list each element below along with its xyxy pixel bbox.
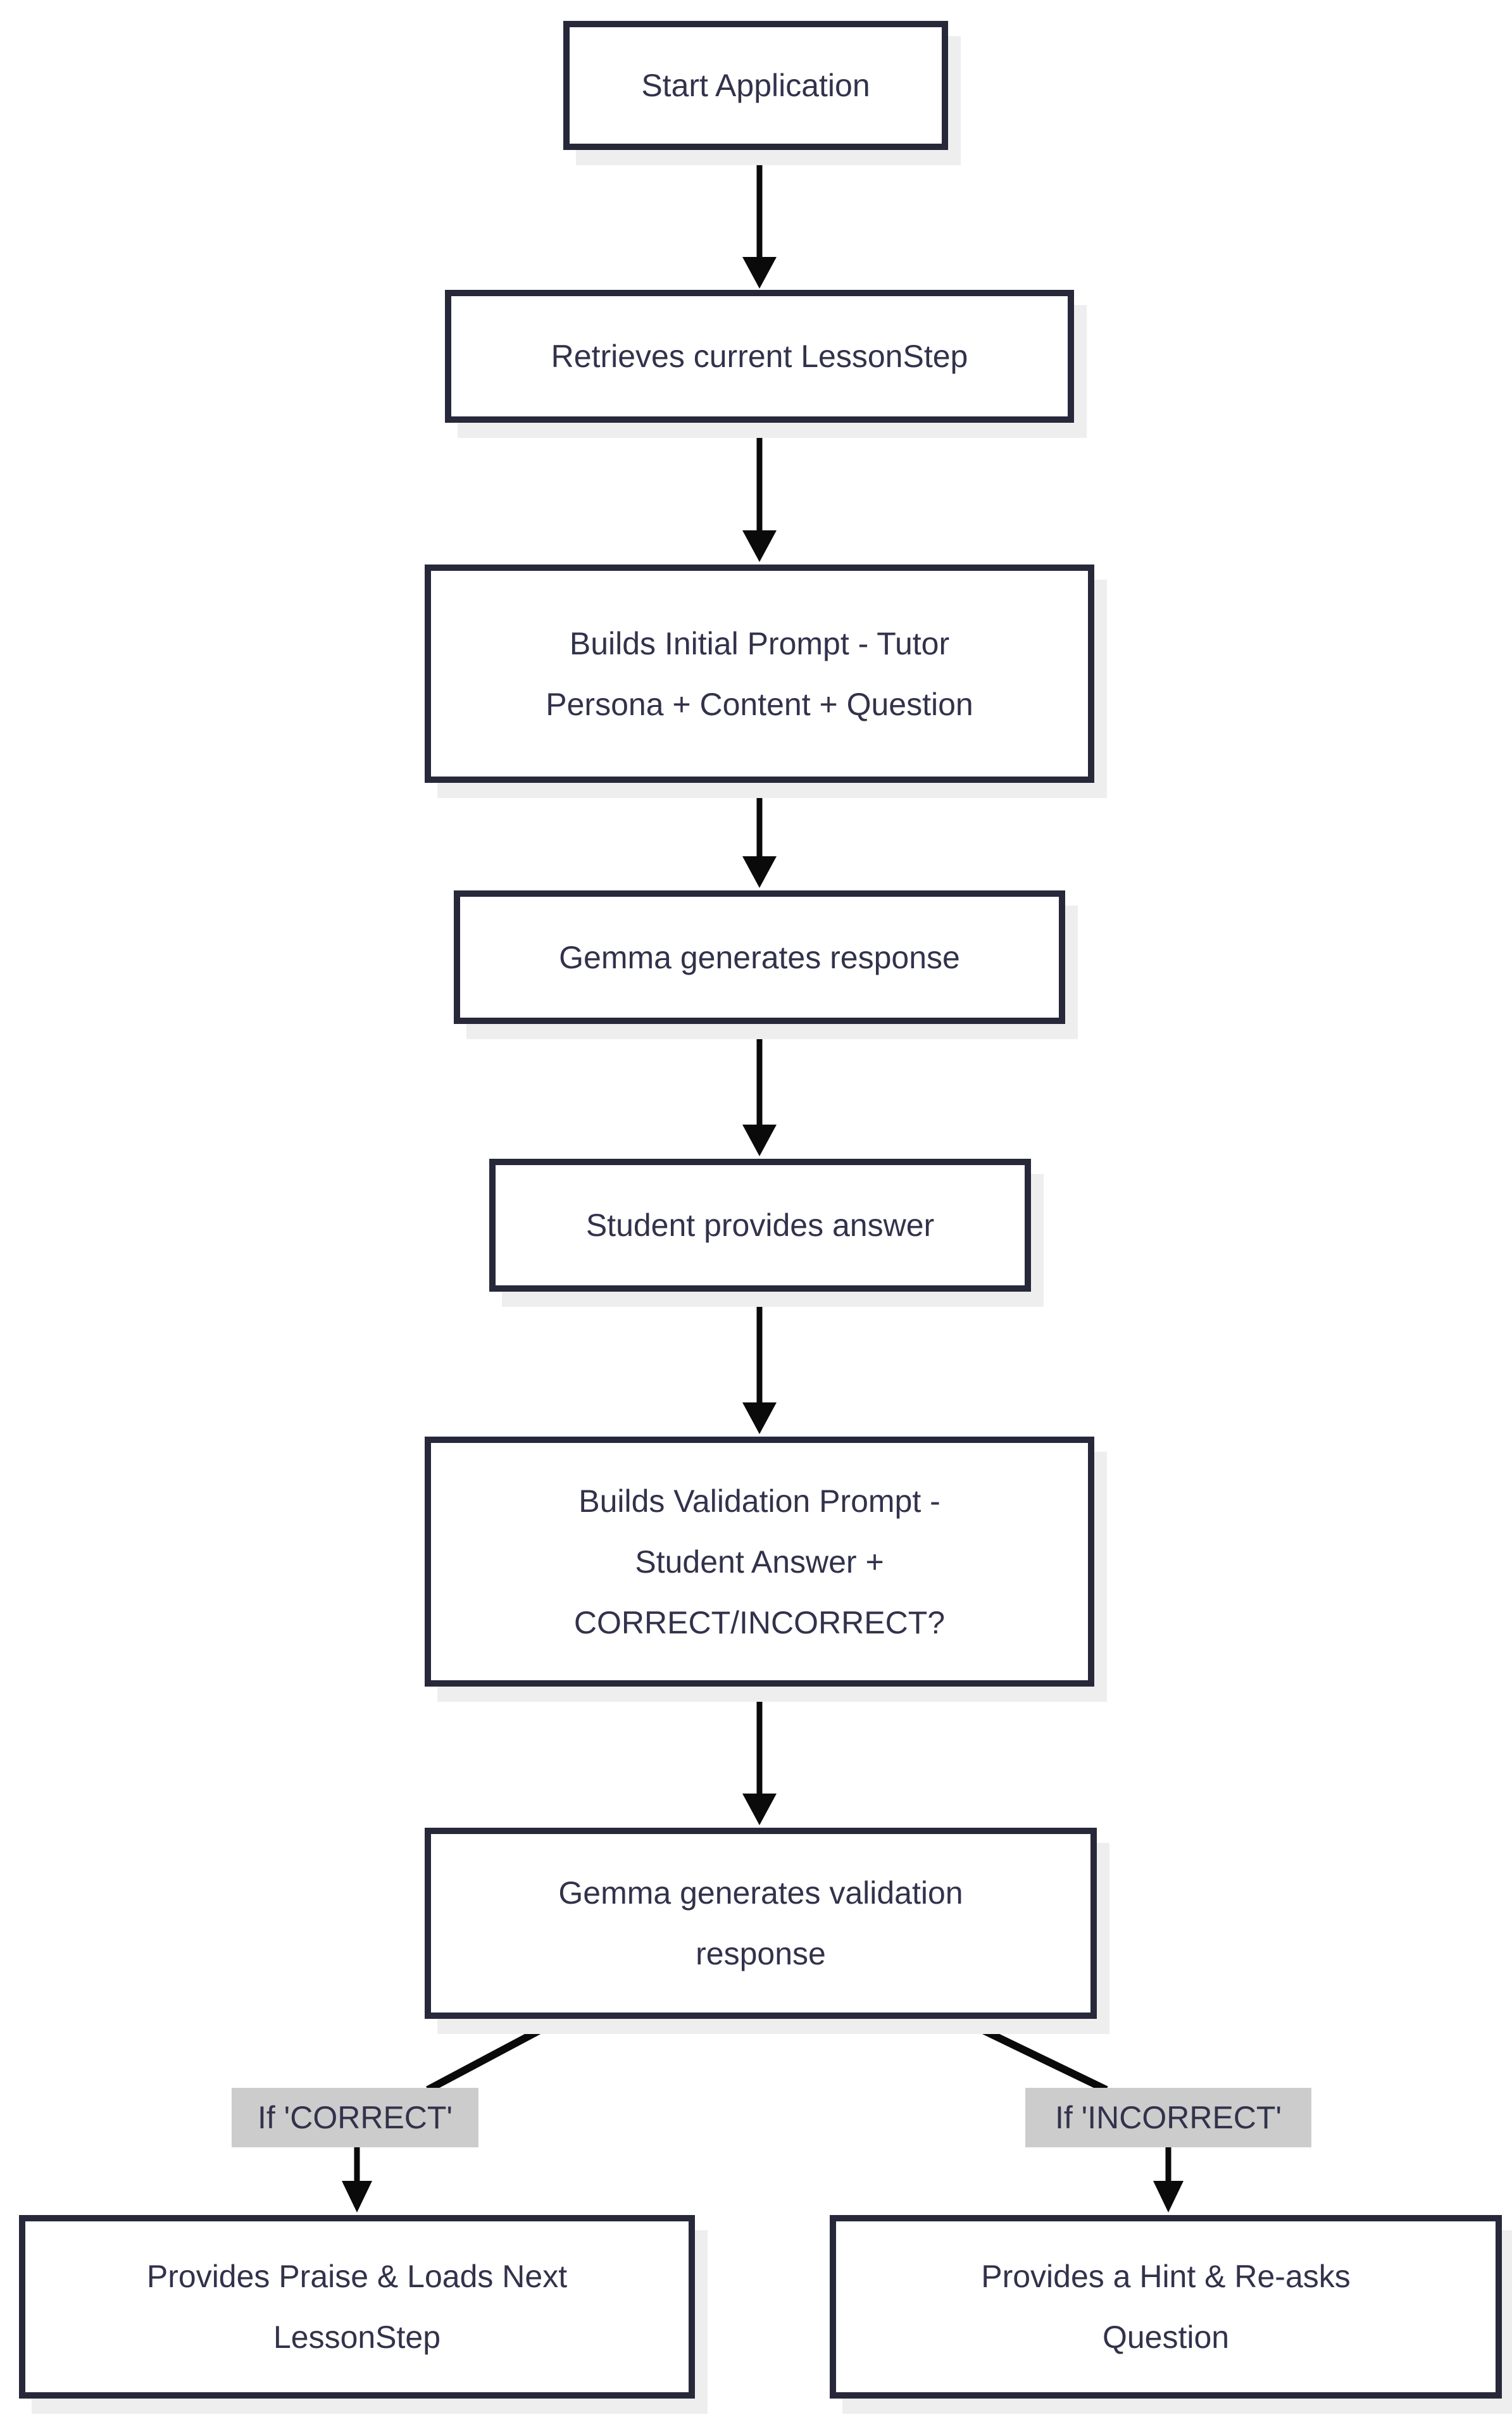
node-provides-hint: Provides a Hint & Re-asks Question [830,2215,1502,2399]
node-label-line: Gemma generates response [559,939,960,975]
node-label-line: Persona + Content + Question [546,686,973,722]
node-label-line: response [696,1936,826,1971]
node-start-application: Start Application [563,21,948,150]
connector-arrow [742,1289,777,1434]
branch-line-incorrect [959,2016,1108,2094]
branch-label-incorrect: If 'INCORRECT' [1025,2088,1311,2147]
node-label-line: Provides a Hint & Re-asks [981,2259,1351,2294]
node-provides-praise: Provides Praise & Loads Next LessonStep [19,2215,695,2399]
connector-arrow [742,1684,777,1825]
node-label-line: Gemma generates validation [558,1875,963,1911]
node-label-line: Retrieves current LessonStep [551,339,968,374]
connector-arrow [342,2147,372,2212]
connector-arrow [742,147,777,289]
node-label-line: Builds Validation Prompt - [578,1483,940,1519]
node-student-provides-answer: Student provides answer [489,1159,1031,1292]
node-label-line: Question [1102,2319,1230,2355]
node-label-line: CORRECT/INCORRECT? [573,1604,946,1640]
node-gemma-generates-validation: Gemma generates validation response [425,1828,1097,2019]
node-gemma-generates-response: Gemma generates response [454,890,1065,1024]
branch-label-correct: If 'CORRECT' [232,2088,478,2147]
node-label-line: Start Application [641,68,870,103]
connector-arrow [742,1021,777,1156]
node-label-line: Provides Praise & Loads Next [146,2259,568,2294]
node-label-line: Builds Initial Prompt - Tutor [569,625,950,661]
connector-arrow [742,420,777,562]
node-label-line: Student provides answer [585,1208,935,1243]
branch-line-correct [426,2016,562,2094]
connector-arrow [1153,2147,1184,2212]
node-builds-validation-prompt: Builds Validation Prompt - Student Answe… [425,1437,1094,1687]
node-label-line: LessonStep [273,2319,441,2355]
node-label-line: Student Answer + [635,1544,884,1580]
node-retrieves-lessonstep: Retrieves current LessonStep [445,290,1074,423]
node-builds-initial-prompt: Builds Initial Prompt - Tutor Persona + … [425,565,1094,783]
connector-arrow [742,780,777,888]
